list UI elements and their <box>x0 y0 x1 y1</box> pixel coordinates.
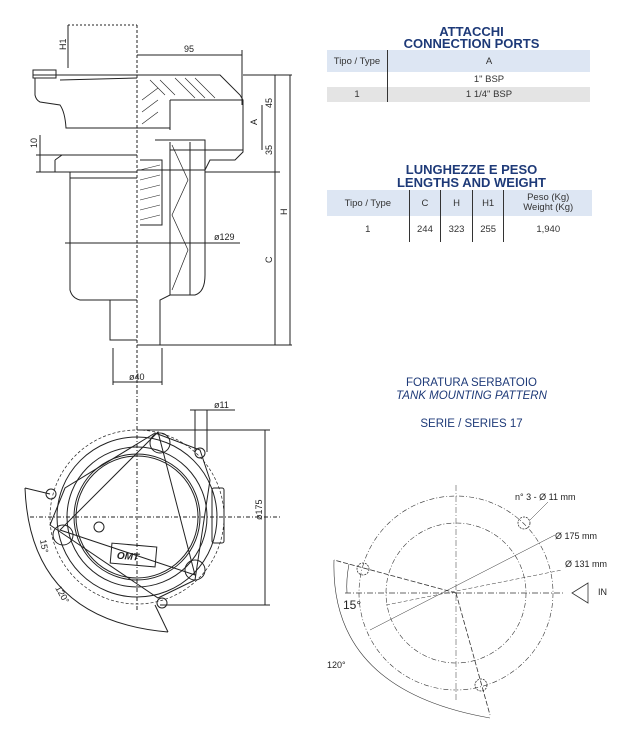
cell-type <box>327 72 388 87</box>
mounting-pattern-diagram <box>333 485 589 719</box>
cell-type: 1 <box>327 216 410 242</box>
header-weight-en: Weight (Kg) <box>523 202 574 213</box>
mounting-pattern-labels: n° 3 - Ø 11 mm Ø 175 mm Ø 131 mm IN 15° … <box>327 492 607 670</box>
cell-c: 244 <box>409 216 442 242</box>
cell-h1: 255 <box>472 216 505 242</box>
dim-11: ø11 <box>214 400 229 410</box>
lengths-title-en: LENGTHS AND WEIGHT <box>396 175 546 190</box>
dim-h: H <box>279 209 289 216</box>
lengths-weight-table: Tipo / Type C H H1 Peso (Kg)Weight (Kg) … <box>327 190 592 242</box>
connection-ports-title-it: ATTACCHI <box>439 24 504 39</box>
header-h: H <box>440 190 473 216</box>
section-head <box>137 74 244 171</box>
lengths-title-it: LUNGHEZZE E PESO <box>405 162 538 177</box>
cell-type: 1 <box>327 87 388 102</box>
svg-text:OMT: OMT <box>116 551 140 564</box>
header-a: A <box>387 50 590 72</box>
mounting-title-en: TANK MOUNTING PATTERN <box>396 390 547 402</box>
cell-a: 1 1/4" BSP <box>387 87 590 102</box>
dim-40: ø40 <box>129 372 145 382</box>
table-row: 1" BSP <box>327 72 590 87</box>
dim-a: A <box>249 119 259 125</box>
dim-h1: H1 <box>58 38 68 50</box>
table-row: 1 244 323 255 1,940 <box>327 216 592 242</box>
angle-120-label: 120° <box>327 660 346 670</box>
dim-35: 35 <box>264 145 274 155</box>
dim-c: C <box>264 256 274 263</box>
header-type: Tipo / Type <box>327 50 388 72</box>
cell-a: 1" BSP <box>473 74 505 85</box>
angle-15: 15° <box>38 539 50 555</box>
header-c: C <box>409 190 442 216</box>
connection-ports-title-en: CONNECTION PORTS <box>403 36 540 51</box>
cell-weight: 1,940 <box>536 223 561 235</box>
angle-120: 120° <box>53 584 71 605</box>
dim-10: 10 <box>29 138 39 148</box>
angle-15-label: 15° <box>343 598 361 612</box>
side-section-view <box>32 24 292 390</box>
dim-95: 95 <box>184 44 194 54</box>
mounting-title-it: FORATURA SERBATOIO <box>406 377 537 389</box>
dia-131-label: Ø 131 mm <box>565 559 607 569</box>
dim-45: 45 <box>264 98 274 108</box>
top-plan-view: OMT <box>24 390 280 633</box>
top-view-dimension-labels: ø11 ø175 15° 120° <box>38 400 264 605</box>
holes-label: n° 3 - Ø 11 mm <box>515 492 575 502</box>
inlet-label: IN <box>598 587 607 597</box>
flange-outline <box>34 78 170 129</box>
cell-h: 323 <box>440 216 473 242</box>
header-h1: H1 <box>472 190 505 216</box>
dim-129: ø129 <box>214 232 235 242</box>
header-weight-it: Peso (Kg) <box>527 192 570 203</box>
series-label: SERIE / SERIES 17 <box>420 418 523 430</box>
header-type: Tipo / Type <box>327 190 410 216</box>
dim-175: ø175 <box>254 499 264 520</box>
inlet-arrow-icon <box>571 582 589 604</box>
side-view-dimension-labels: H1 95 45 A 35 10 H C ø129 ø40 <box>29 38 289 382</box>
header-weight: Peso (Kg)Weight (Kg) <box>503 190 592 216</box>
omt-logo: OMT <box>109 542 158 568</box>
dia-175-label: Ø 175 mm <box>555 531 597 541</box>
